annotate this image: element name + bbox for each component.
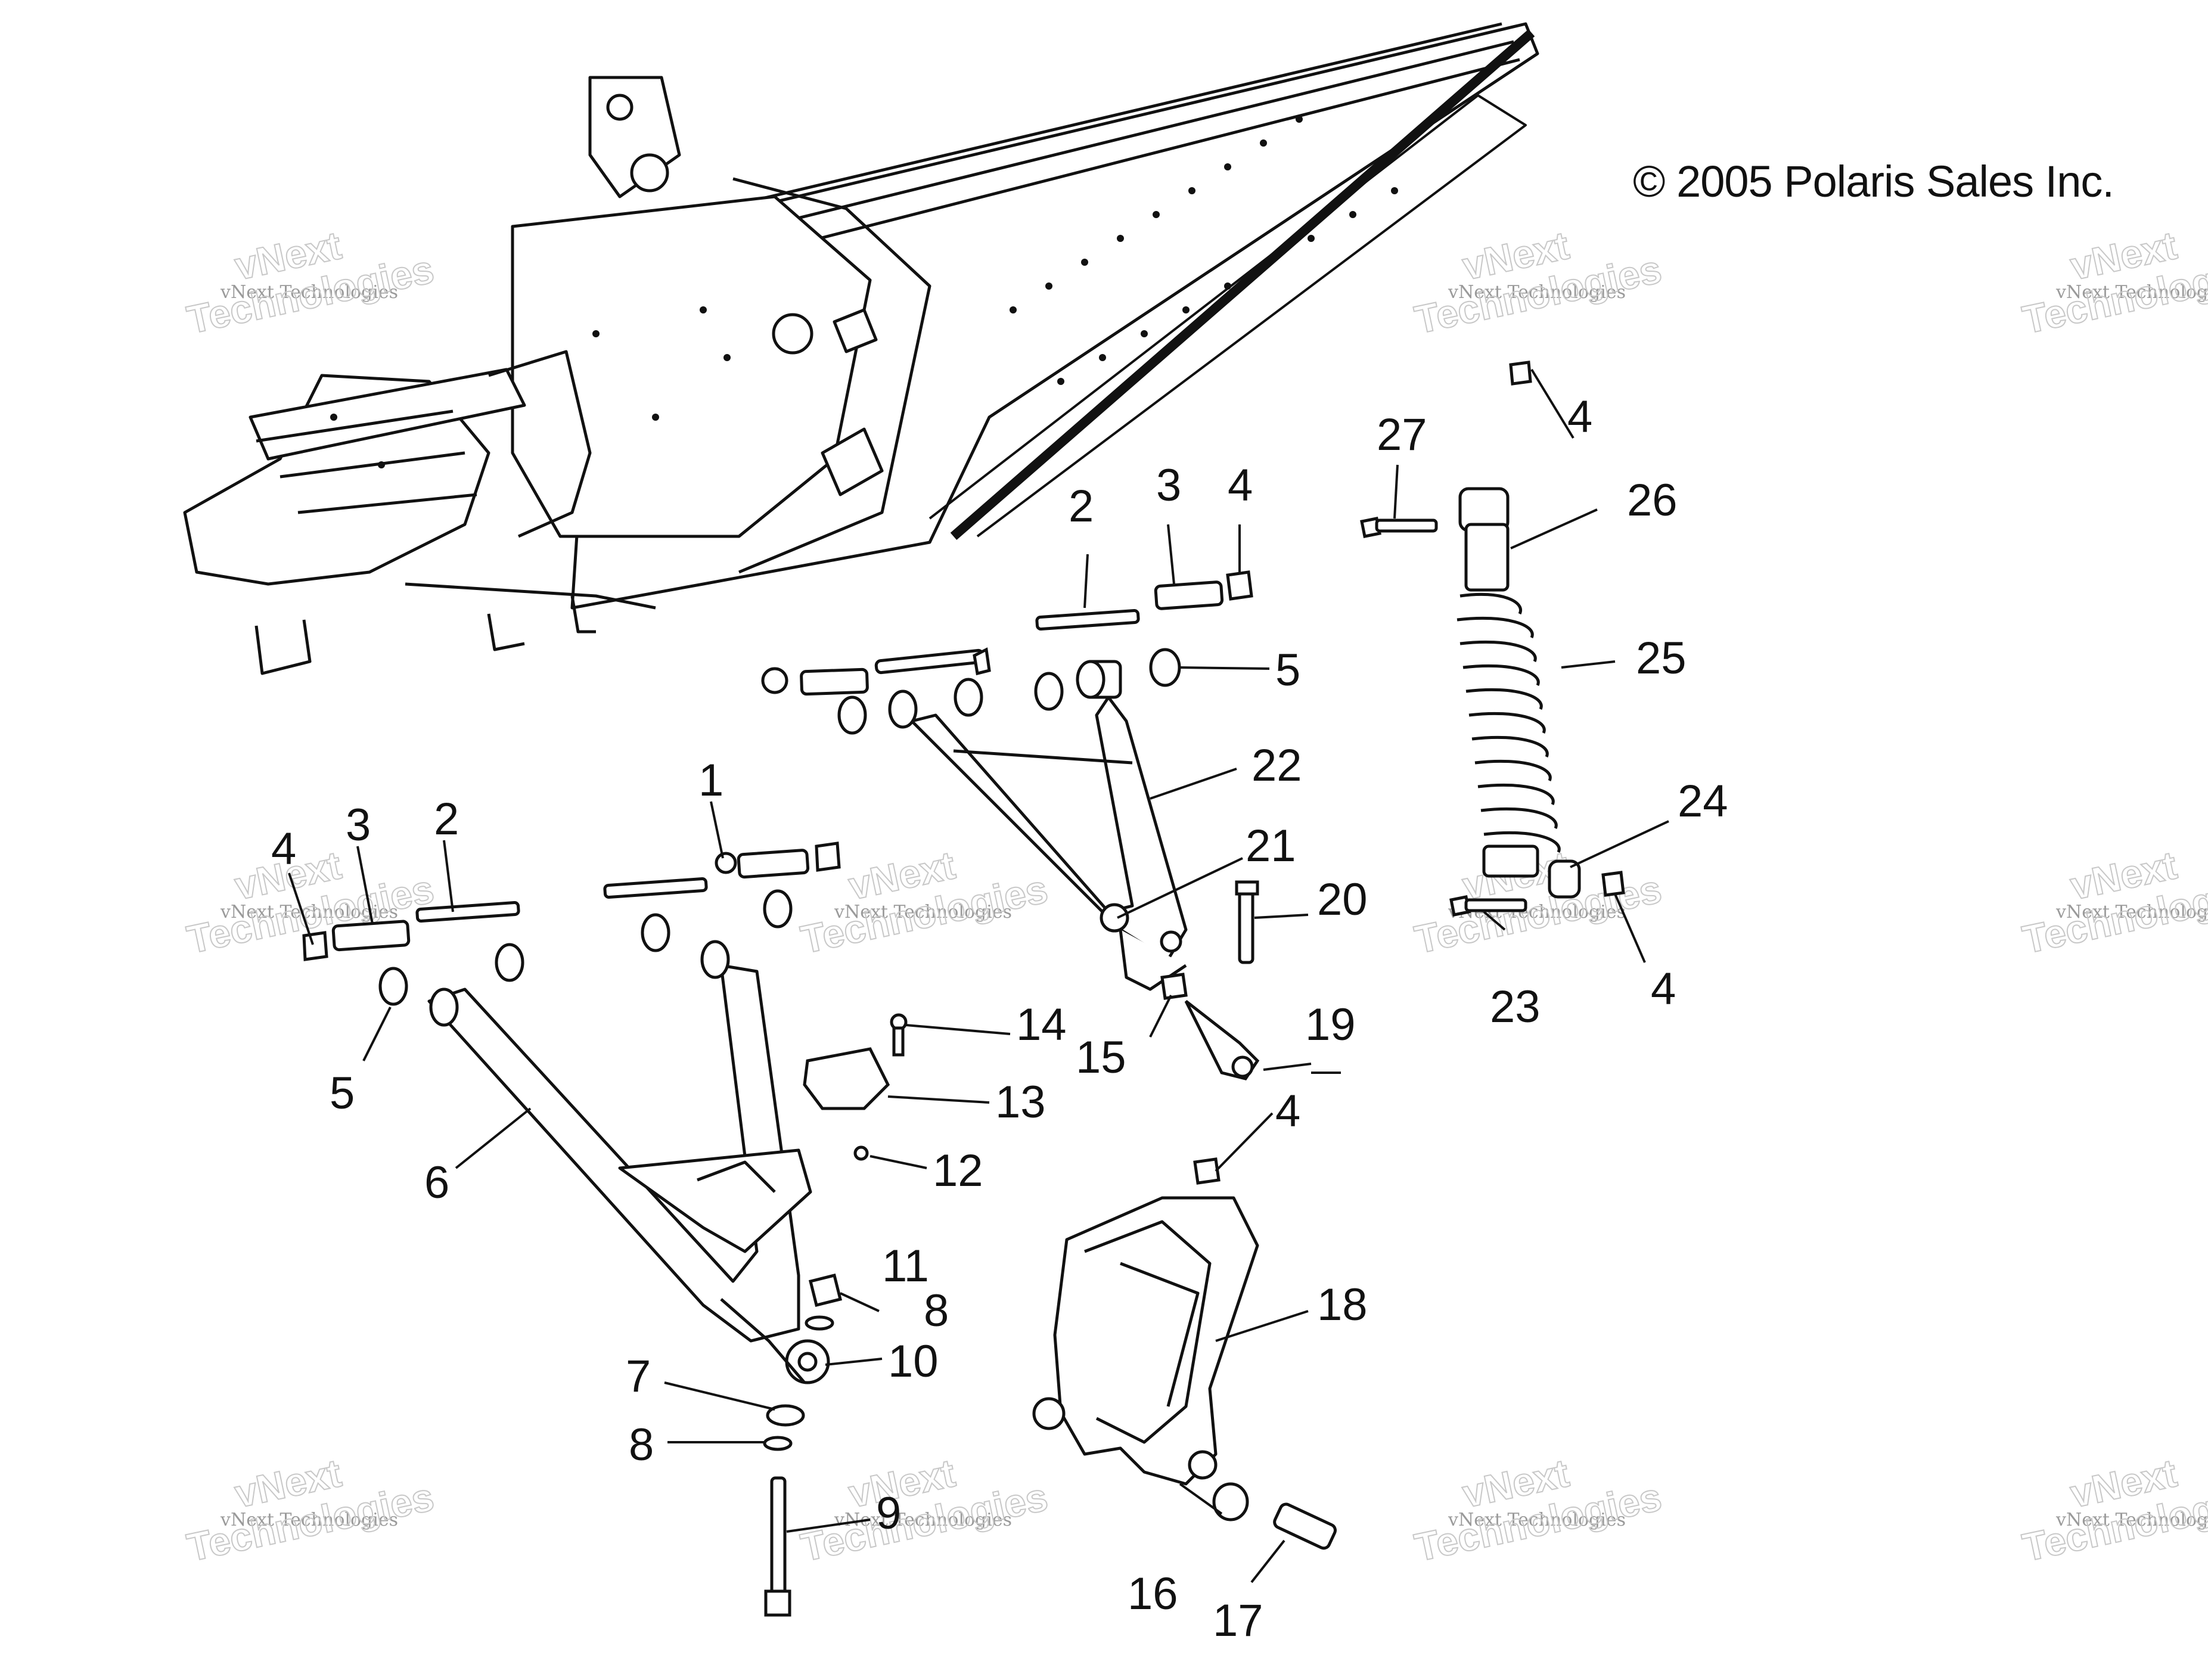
watermark: vNext vNext Technologies Technologies [797, 1450, 1052, 1570]
callout-1: 1 [698, 755, 723, 806]
watermark: vNext vNext Technologies Technologies [183, 222, 439, 343]
svg-text:vNext Technologies: vNext Technologies [1448, 282, 1626, 303]
callout-4-mid: 4 [1275, 1086, 1300, 1136]
callout-17: 17 [1213, 1595, 1263, 1646]
watermark: vNext vNext Technologies Technologies [183, 1450, 439, 1570]
copyright-notice: © 2005 Polaris Sales Inc. [1633, 157, 2114, 206]
watermark: vNext vNext Technologies Technologies [2018, 222, 2208, 343]
svg-text:vNext Technologies: vNext Technologies [2055, 1510, 2208, 1530]
callout-5: 5 [1275, 645, 1300, 695]
watermark: vNext vNext Technologies Technologies [1411, 1450, 1666, 1570]
spindle [1032, 1196, 1259, 1486]
callout-13: 13 [995, 1077, 1046, 1128]
upper-a-arm [910, 660, 1188, 991]
callout-10: 10 [888, 1336, 939, 1387]
callout-5-lower: 5 [330, 1068, 355, 1119]
callout-11: 11 [882, 1241, 929, 1291]
svg-text:vNext Technologies: vNext Technologies [834, 902, 1012, 923]
svg-text:vNext Technologies: vNext Technologies [2055, 902, 2208, 923]
callout-4-top: 4 [1228, 460, 1253, 511]
svg-text:vNext Technologies: vNext Technologies [2055, 282, 2208, 303]
callout-21: 21 [1246, 821, 1296, 871]
callout-19: 19 [1305, 999, 1356, 1050]
callout-3-top: 3 [1156, 460, 1181, 511]
callout-8: 8 [629, 1420, 654, 1470]
upper-arm-bushings [761, 570, 1253, 735]
callout-3: 3 [346, 800, 371, 850]
shock-absorber [1360, 361, 1625, 917]
callout-2: 2 [434, 794, 459, 844]
watermark: vNext vNext Technologies Technologies [2018, 842, 2208, 962]
svg-text:vNext Technologies: vNext Technologies [220, 282, 398, 303]
watermark: vNext vNext Technologies Technologies [1411, 222, 1666, 343]
callout-23: 23 [1490, 982, 1541, 1032]
callout-labels: 1 2 3 4 5 6 7 8 9 10 11 12 13 14 15 16 1… [271, 392, 1728, 1646]
svg-text:vNext Technologies: vNext Technologies [1448, 1510, 1626, 1530]
lower-a-arm [427, 964, 830, 1384]
callout-7: 7 [626, 1351, 651, 1402]
callout-8-upper: 8 [924, 1285, 949, 1336]
callout-2-top: 2 [1069, 481, 1094, 532]
callout-20: 20 [1317, 874, 1368, 925]
watermark: vNext vNext Technologies Technologies [2018, 1450, 2208, 1570]
callout-27: 27 [1377, 409, 1427, 460]
callout-15: 15 [1076, 1032, 1126, 1083]
callout-9: 9 [876, 1488, 901, 1539]
callout-18: 18 [1317, 1280, 1368, 1330]
lower-arm-bushings [302, 841, 841, 1027]
callout-12: 12 [933, 1145, 983, 1196]
small-hardware [763, 880, 1337, 1617]
callout-22: 22 [1251, 740, 1302, 791]
callout-26: 26 [1627, 475, 1678, 526]
callout-6: 6 [424, 1157, 449, 1208]
leader-lines [288, 368, 1669, 1583]
chassis-frame [183, 22, 1539, 675]
callout-14: 14 [1016, 999, 1067, 1050]
callout-4: 4 [271, 824, 296, 874]
callout-4-shock-bottom: 4 [1651, 964, 1676, 1014]
callout-16: 16 [1128, 1569, 1178, 1619]
callout-25: 25 [1636, 633, 1687, 684]
callout-4-shock-top: 4 [1567, 392, 1592, 442]
callout-24: 24 [1678, 776, 1728, 827]
svg-text:vNext Technologies: vNext Technologies [220, 1510, 398, 1530]
